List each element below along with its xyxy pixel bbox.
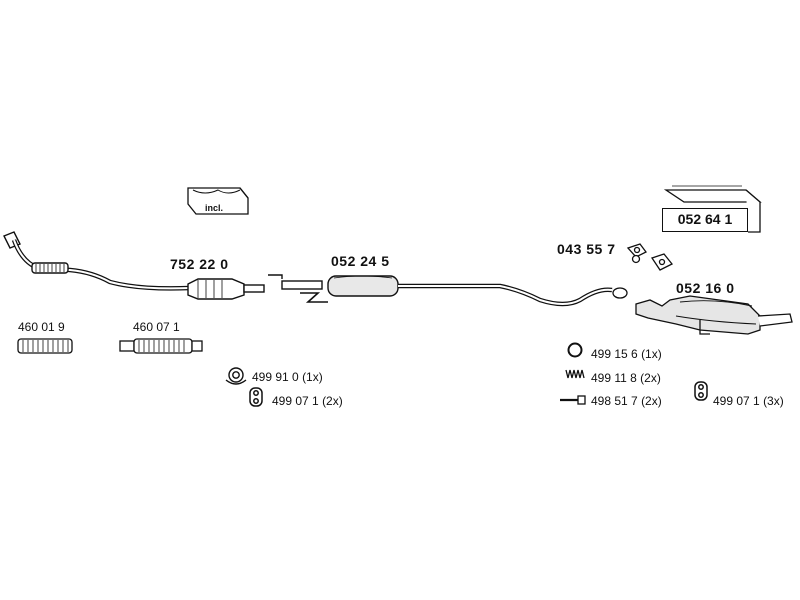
accessory-row: 499 07 1 (2x) <box>272 394 343 408</box>
accessory-row: 499 91 0 (1x) <box>252 370 323 384</box>
accessory-qty: (1x) <box>302 370 323 384</box>
ring-gasket-icon <box>567 342 583 358</box>
flex-pipe-a-label: 460 01 9 <box>18 320 65 334</box>
rubber-hanger-icon <box>249 387 263 407</box>
included-kit-icon <box>187 187 249 215</box>
rear-silencer[interactable] <box>612 287 793 335</box>
accessory-code: 499 91 0 <box>252 370 299 384</box>
accessory-code: 498 51 7 <box>591 394 638 408</box>
spring-icon <box>565 369 585 379</box>
flex-pipe-b-label: 460 07 1 <box>133 320 180 334</box>
front-silencer[interactable] <box>281 275 613 307</box>
front-silencer-label: 052 24 5 <box>331 253 390 269</box>
accessory-code: 499 11 8 <box>591 371 637 385</box>
accessory-qty: (3x) <box>763 394 784 408</box>
accessory-row: 499 07 1 (3x) <box>713 394 784 408</box>
accessory-row: 499 11 8 (2x) <box>591 371 661 385</box>
accessory-qty: (2x) <box>641 394 662 408</box>
accessory-code: 499 07 1 <box>713 394 760 408</box>
rear-silencer-label: 052 16 0 <box>676 280 735 296</box>
accessory-row: 499 15 6 (1x) <box>591 347 662 361</box>
accessory-row: 498 51 7 (2x) <box>591 394 662 408</box>
kit-box-icon <box>663 185 762 233</box>
included-note: incl. <box>205 203 224 213</box>
accessory-code: 499 07 1 <box>272 394 319 408</box>
manifold-pipe[interactable] <box>3 231 191 291</box>
mounting-kit-label[interactable]: 052 64 1 <box>662 208 748 232</box>
catalyst[interactable] <box>187 274 283 300</box>
accessory-qty: (1x) <box>641 347 662 361</box>
catalyst-label: 752 22 0 <box>170 256 229 272</box>
clamp-label: 043 55 7 <box>557 241 616 257</box>
flex-pipe-b-icon[interactable] <box>119 338 203 354</box>
accessory-code: 499 15 6 <box>591 347 638 361</box>
gasket-ring-icon <box>225 367 247 385</box>
clamp-icon[interactable] <box>626 243 674 271</box>
accessory-qty: (2x) <box>640 371 661 385</box>
accessory-qty: (2x) <box>322 394 343 408</box>
rubber-hanger-icon-rear <box>694 381 708 401</box>
bolt-icon <box>560 395 586 405</box>
flex-pipe-a-icon[interactable] <box>17 338 73 354</box>
